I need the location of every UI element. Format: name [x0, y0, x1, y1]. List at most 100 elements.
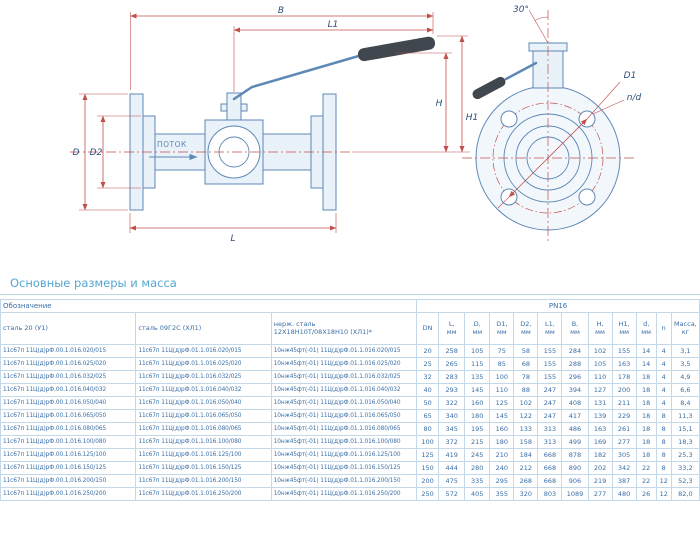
value-cell: 355 — [489, 487, 515, 501]
value-cell: 277 — [587, 487, 613, 501]
dim-label-H: H — [436, 99, 443, 109]
value-cell: 65 — [416, 409, 440, 423]
value-cell: 261 — [611, 422, 637, 436]
value-cell: 40 — [416, 383, 440, 397]
col-header-d1: D1, мм — [489, 312, 515, 345]
designation-cell: 10нж45фт(-01) 11Ц(д)рФ.01.1.016.025/020 — [270, 357, 418, 371]
value-cell: 268 — [513, 474, 539, 488]
value-cell: 1089 — [561, 487, 589, 501]
section-title: Основные размеры и масса — [10, 276, 177, 290]
value-cell: 155 — [537, 370, 563, 384]
value-cell: 155 — [611, 344, 637, 358]
designation-cell: 11с67п 11Ц(д)рФ.01.1.016.050/040 — [135, 396, 272, 410]
value-cell: 195 — [464, 422, 491, 436]
value-cell: 18 — [635, 370, 657, 384]
value-cell: 480 — [611, 487, 637, 501]
value-cell: 127 — [587, 383, 613, 397]
value-cell: 14 — [635, 357, 657, 371]
value-cell: 163 — [611, 357, 637, 371]
value-cell: 115 — [464, 357, 491, 371]
value-cell: 80 — [416, 422, 440, 436]
value-cell: 668 — [537, 474, 563, 488]
value-cell: 212 — [513, 461, 539, 475]
designation-cell: 10нж45фт(-01) 11Ц(д)рФ.01.1.016.032/025 — [270, 370, 418, 384]
extension-line — [586, 81, 621, 120]
value-cell: 313 — [537, 422, 563, 436]
value-cell: 25 — [416, 357, 440, 371]
value-cell: 906 — [561, 474, 589, 488]
leader-line — [592, 99, 625, 115]
dim-label-L1: L1 — [328, 20, 339, 30]
value-cell: 8 — [655, 461, 672, 475]
value-cell: 277 — [611, 435, 637, 449]
value-cell: 265 — [438, 357, 466, 371]
value-cell: 247 — [537, 409, 563, 423]
value-cell: 345 — [438, 422, 466, 436]
angle-leg-line — [528, 9, 549, 44]
value-cell: 100 — [489, 370, 515, 384]
value-cell: 572 — [438, 487, 466, 501]
value-cell: 4 — [655, 344, 672, 358]
value-cell: 305 — [611, 448, 637, 462]
value-cell: 158 — [513, 435, 539, 449]
value-cell: 387 — [611, 474, 637, 488]
value-cell: 88 — [513, 383, 539, 397]
value-cell: 4 — [655, 370, 672, 384]
value-cell: 75 — [489, 344, 515, 358]
value-cell: 668 — [537, 461, 563, 475]
value-cell: 8,4 — [670, 396, 700, 410]
value-cell: 18 — [635, 448, 657, 462]
value-cell: 18 — [635, 422, 657, 436]
designation-cell: 10нж45фт(-01) 11Ц(д)рФ.01.1.016.050/040 — [270, 396, 418, 410]
value-cell: 160 — [489, 422, 515, 436]
front-handle-bar — [504, 61, 538, 81]
designation-cell: 11с67п 11Ц(д)рФ.00.1.016.032/025 — [0, 370, 137, 384]
designation-cell: 10нж45фт(-01) 11Ц(д)рФ.01.1.016.150/125 — [270, 461, 418, 475]
designation-cell: 11с67п 11Ц(д)рФ.00.1.016.150/125 — [0, 461, 137, 475]
value-cell: 110 — [587, 370, 613, 384]
value-cell: 18 — [635, 409, 657, 423]
col-header-l1: L1, мм — [537, 312, 563, 345]
value-cell: 284 — [561, 344, 589, 358]
value-cell: 313 — [537, 435, 563, 449]
value-cell: 25,3 — [670, 448, 700, 462]
value-cell: 180 — [464, 409, 491, 423]
value-cell: 215 — [464, 435, 491, 449]
value-cell: 22 — [635, 461, 657, 475]
valve-datasheet-page: ПОТОК B L1 H H1 — [0, 5, 700, 501]
dim-label-D1: D1 — [624, 71, 637, 81]
value-cell: 12 — [655, 487, 672, 501]
side-view-dimensions: B L1 H H1 D D2 — [73, 6, 479, 244]
value-cell: 15,1 — [670, 422, 700, 436]
value-cell: 178 — [611, 370, 637, 384]
value-cell: 202 — [587, 461, 613, 475]
valve-front-view: 30° D1 n/d — [462, 5, 642, 244]
designation-cell: 11с67п 11Ц(д)рФ.01.1.016.020/015 — [135, 344, 272, 358]
designation-cell: 10нж45фт(-01) 11Ц(д)рФ.01.1.016.040/032 — [270, 383, 418, 397]
material-header-stainless: нерж. сталь 12Х18Н10Т/08Х18Н10 (ХЛ1)* — [270, 312, 418, 345]
designation-cell: 11с67п 11Ц(д)рФ.01.1.016.100/080 — [135, 435, 272, 449]
designation-cell: 10нж45фт(-01) 11Ц(д)рФ.01.1.016.250/200 — [270, 487, 418, 501]
designation-cell: 11с67п 11Ц(д)рФ.01.1.016.250/200 — [135, 487, 272, 501]
value-cell: 211 — [611, 396, 637, 410]
designation-group-header: Обозначение — [0, 299, 418, 313]
section-title-row: Основные размеры и масса — [0, 268, 700, 295]
value-cell: 247 — [537, 396, 563, 410]
value-cell: 417 — [561, 409, 589, 423]
flow-label: ПОТОК — [157, 140, 187, 149]
value-cell: 33,2 — [670, 461, 700, 475]
value-cell: 18 — [635, 396, 657, 410]
pn16-group-header: PN16 — [416, 299, 700, 313]
value-cell: 200 — [416, 474, 440, 488]
value-cell: 3,1 — [670, 344, 700, 358]
value-cell: 50 — [416, 396, 440, 410]
value-cell: 160 — [464, 396, 491, 410]
